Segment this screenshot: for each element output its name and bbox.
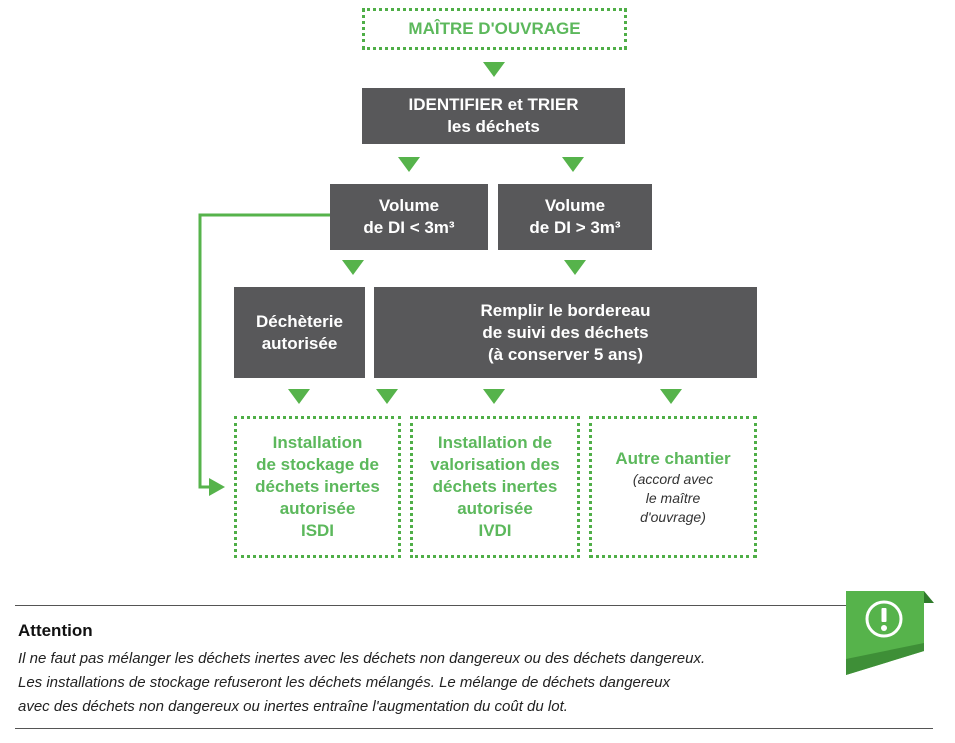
isdi-line-4: autorisée [279,499,356,518]
identifier-line-2: les déchets [447,117,540,136]
arrow-down [342,260,364,275]
arrow-down [288,389,310,404]
note-line-1: Il ne faut pas mélanger les déchets iner… [18,650,706,667]
volume-large-line-1: Volume [544,196,606,215]
isdi-line-5: ISDI [300,521,335,540]
autre-chantier-box: Autre chantier (accord avec le maître d'… [589,416,757,558]
arrow-down [398,157,420,172]
isdi-line-2: de stockage de [256,455,379,474]
identifier-line-1: IDENTIFIER et TRIER [408,95,579,114]
bordereau-line-3: (à conserver 5 ans) [488,344,643,364]
decheterie-box: Déchèterie autorisée [234,287,365,378]
volume-large-line-2: de DI > 3m³ [529,218,621,237]
exclamation-circle-icon [846,591,934,675]
bordereau-line-1: Remplir le bordereau [480,300,651,320]
maitre-ouvrage-label: MAÎTRE D'OUVRAGE [408,19,581,38]
maitre-ouvrage-box: MAÎTRE D'OUVRAGE [362,8,627,50]
ivdi-line-3: déchets inertes [432,477,558,496]
ivdi-line-1: Installation de [437,433,553,452]
note-title: Attention [18,621,93,640]
ivdi-line-2: valorisation des [430,455,560,474]
volume-small-box: Volume de DI < 3m³ [330,184,488,250]
isdi-line-3: déchets inertes [255,477,380,496]
divider-bottom [15,728,933,729]
divider-top [15,605,848,606]
identifier-trier-box: IDENTIFIER et TRIER les déchets [362,88,625,144]
ivdi-line-5: IVDI [478,521,512,540]
autre-chantier-title: Autre chantier [615,448,731,468]
volume-large-box: Volume de DI > 3m³ [498,184,652,250]
ivdi-box: Installation de valorisation des déchets… [410,416,580,558]
volume-small-line-2: de DI < 3m³ [363,218,455,237]
autre-chantier-sub-1: (accord avec [632,470,714,487]
arrow-down [564,260,586,275]
arrow-down [483,62,505,77]
decheterie-line-2: autorisée [261,333,338,353]
ivdi-line-4: autorisée [457,499,533,518]
autre-chantier-sub-2: le maître [645,489,701,506]
bordereau-line-2: de suivi des déchets [482,322,649,342]
isdi-box: Installation de stockage de déchets iner… [234,416,401,558]
arrow-down [660,389,682,404]
arrow-down [483,389,505,404]
note-line-2: Les installations de stockage refuseront… [18,674,671,691]
autre-chantier-sub-3: d'ouvrage) [640,508,706,525]
decheterie-line-1: Déchèterie [256,311,343,331]
arrow-down [376,389,398,404]
arrow-down [562,157,584,172]
isdi-line-1: Installation [272,433,363,452]
note-line-3: avec des déchets non dangereux ou inerte… [18,698,568,715]
bordereau-box: Remplir le bordereau de suivi des déchet… [374,287,757,378]
volume-small-line-1: Volume [378,196,440,215]
